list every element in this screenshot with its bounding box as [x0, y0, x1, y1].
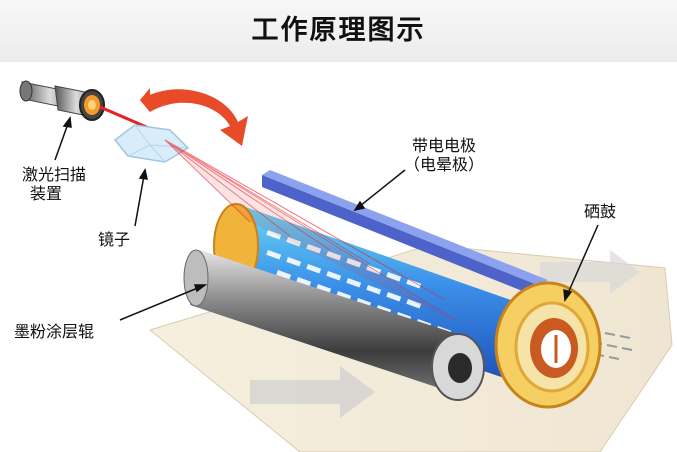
page-title: 工作原理图示: [251, 15, 426, 46]
toner-roller-body: [190, 250, 460, 395]
label-toner-roller: 墨粉涂层辊: [14, 322, 95, 341]
label-laser-scanner-line2: 装置: [30, 184, 63, 203]
charging-electrode: [262, 175, 540, 298]
toner-roller-axle: [448, 353, 472, 383]
label-laser-scanner-line1: 激光扫描: [22, 165, 87, 184]
toner-roller-left-end: [183, 249, 209, 307]
title-bar: [0, 0, 677, 62]
printer-diagram: [19, 80, 673, 452]
paper-motion-arrow: [540, 250, 640, 294]
label-charging-electrode-line2: （电晕极）: [404, 155, 485, 174]
charging-electrode-top: [262, 170, 548, 286]
label-charging-electrode-line1: 带电电极: [412, 136, 477, 155]
label-drum: 硒鼓: [584, 202, 617, 221]
latent-image: [266, 230, 452, 336]
rotation-arrow-icon: [140, 89, 248, 146]
paper-motion-arrow: [250, 366, 375, 418]
label-mirror: 镜子: [98, 230, 131, 249]
laser-scanner: [19, 80, 105, 121]
label-pointers: [54, 116, 599, 321]
scan-beams: [164, 139, 456, 321]
mirror: [113, 124, 190, 163]
